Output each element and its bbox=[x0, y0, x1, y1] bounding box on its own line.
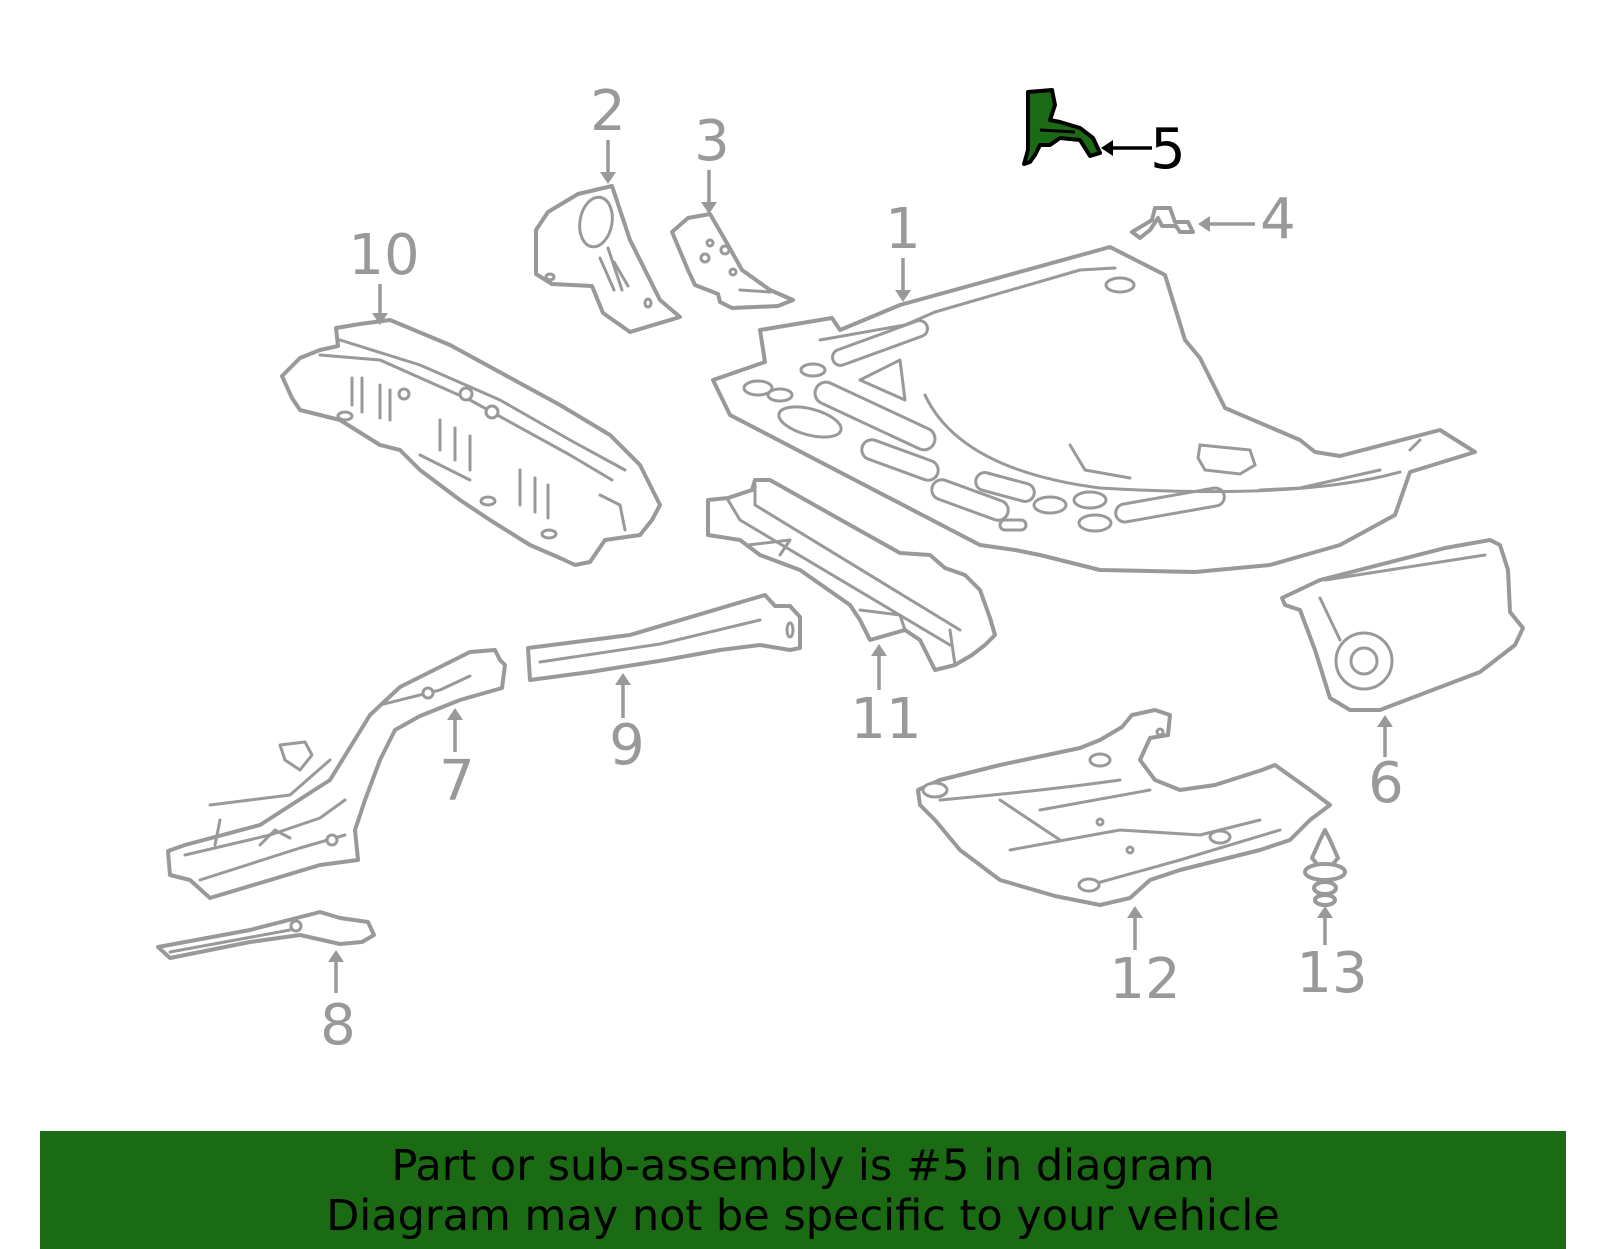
callout-2[interactable]: 2 bbox=[590, 79, 626, 144]
part-10-dash-panel[interactable] bbox=[280, 318, 662, 567]
leaders bbox=[328, 140, 1393, 993]
part-11-crossmember[interactable] bbox=[706, 478, 997, 672]
callout-7[interactable]: 7 bbox=[439, 749, 475, 814]
callout-13[interactable]: 13 bbox=[1296, 941, 1367, 1006]
callout-10[interactable]: 10 bbox=[348, 223, 419, 288]
part-3-bracket[interactable] bbox=[670, 212, 795, 310]
part-1-floor-panel[interactable] bbox=[711, 245, 1477, 574]
callout-1[interactable]: 1 bbox=[885, 197, 921, 262]
part-8-lower-bar[interactable] bbox=[156, 910, 376, 960]
callout-8[interactable]: 8 bbox=[320, 993, 356, 1058]
part-6-panel[interactable] bbox=[1280, 538, 1525, 712]
part-13-clip[interactable] bbox=[1303, 828, 1347, 907]
part-4-clip[interactable] bbox=[1130, 206, 1195, 240]
callout-11[interactable]: 11 bbox=[850, 687, 921, 752]
callout-5[interactable]: 5 bbox=[1150, 117, 1186, 182]
banner-line-part: Part or sub-assembly is #5 in diagram bbox=[391, 1141, 1215, 1191]
part-7-side-rail[interactable] bbox=[166, 648, 507, 900]
info-banner: Part or sub-assembly is #5 in diagram Di… bbox=[40, 1131, 1566, 1249]
part-12-under-cover[interactable] bbox=[916, 708, 1332, 907]
part-9-crossmember[interactable] bbox=[526, 593, 802, 682]
callout-3[interactable]: 3 bbox=[694, 109, 730, 174]
banner-line-disclaimer: Diagram may not be specific to your vehi… bbox=[326, 1191, 1280, 1241]
callout-12[interactable]: 12 bbox=[1109, 947, 1180, 1012]
part-2-bracket[interactable] bbox=[534, 184, 682, 334]
callout-4[interactable]: 4 bbox=[1260, 187, 1296, 252]
callout-9[interactable]: 9 bbox=[609, 713, 645, 778]
callout-6[interactable]: 6 bbox=[1368, 751, 1404, 816]
part-5-highlighted-bracket[interactable] bbox=[1022, 88, 1102, 166]
